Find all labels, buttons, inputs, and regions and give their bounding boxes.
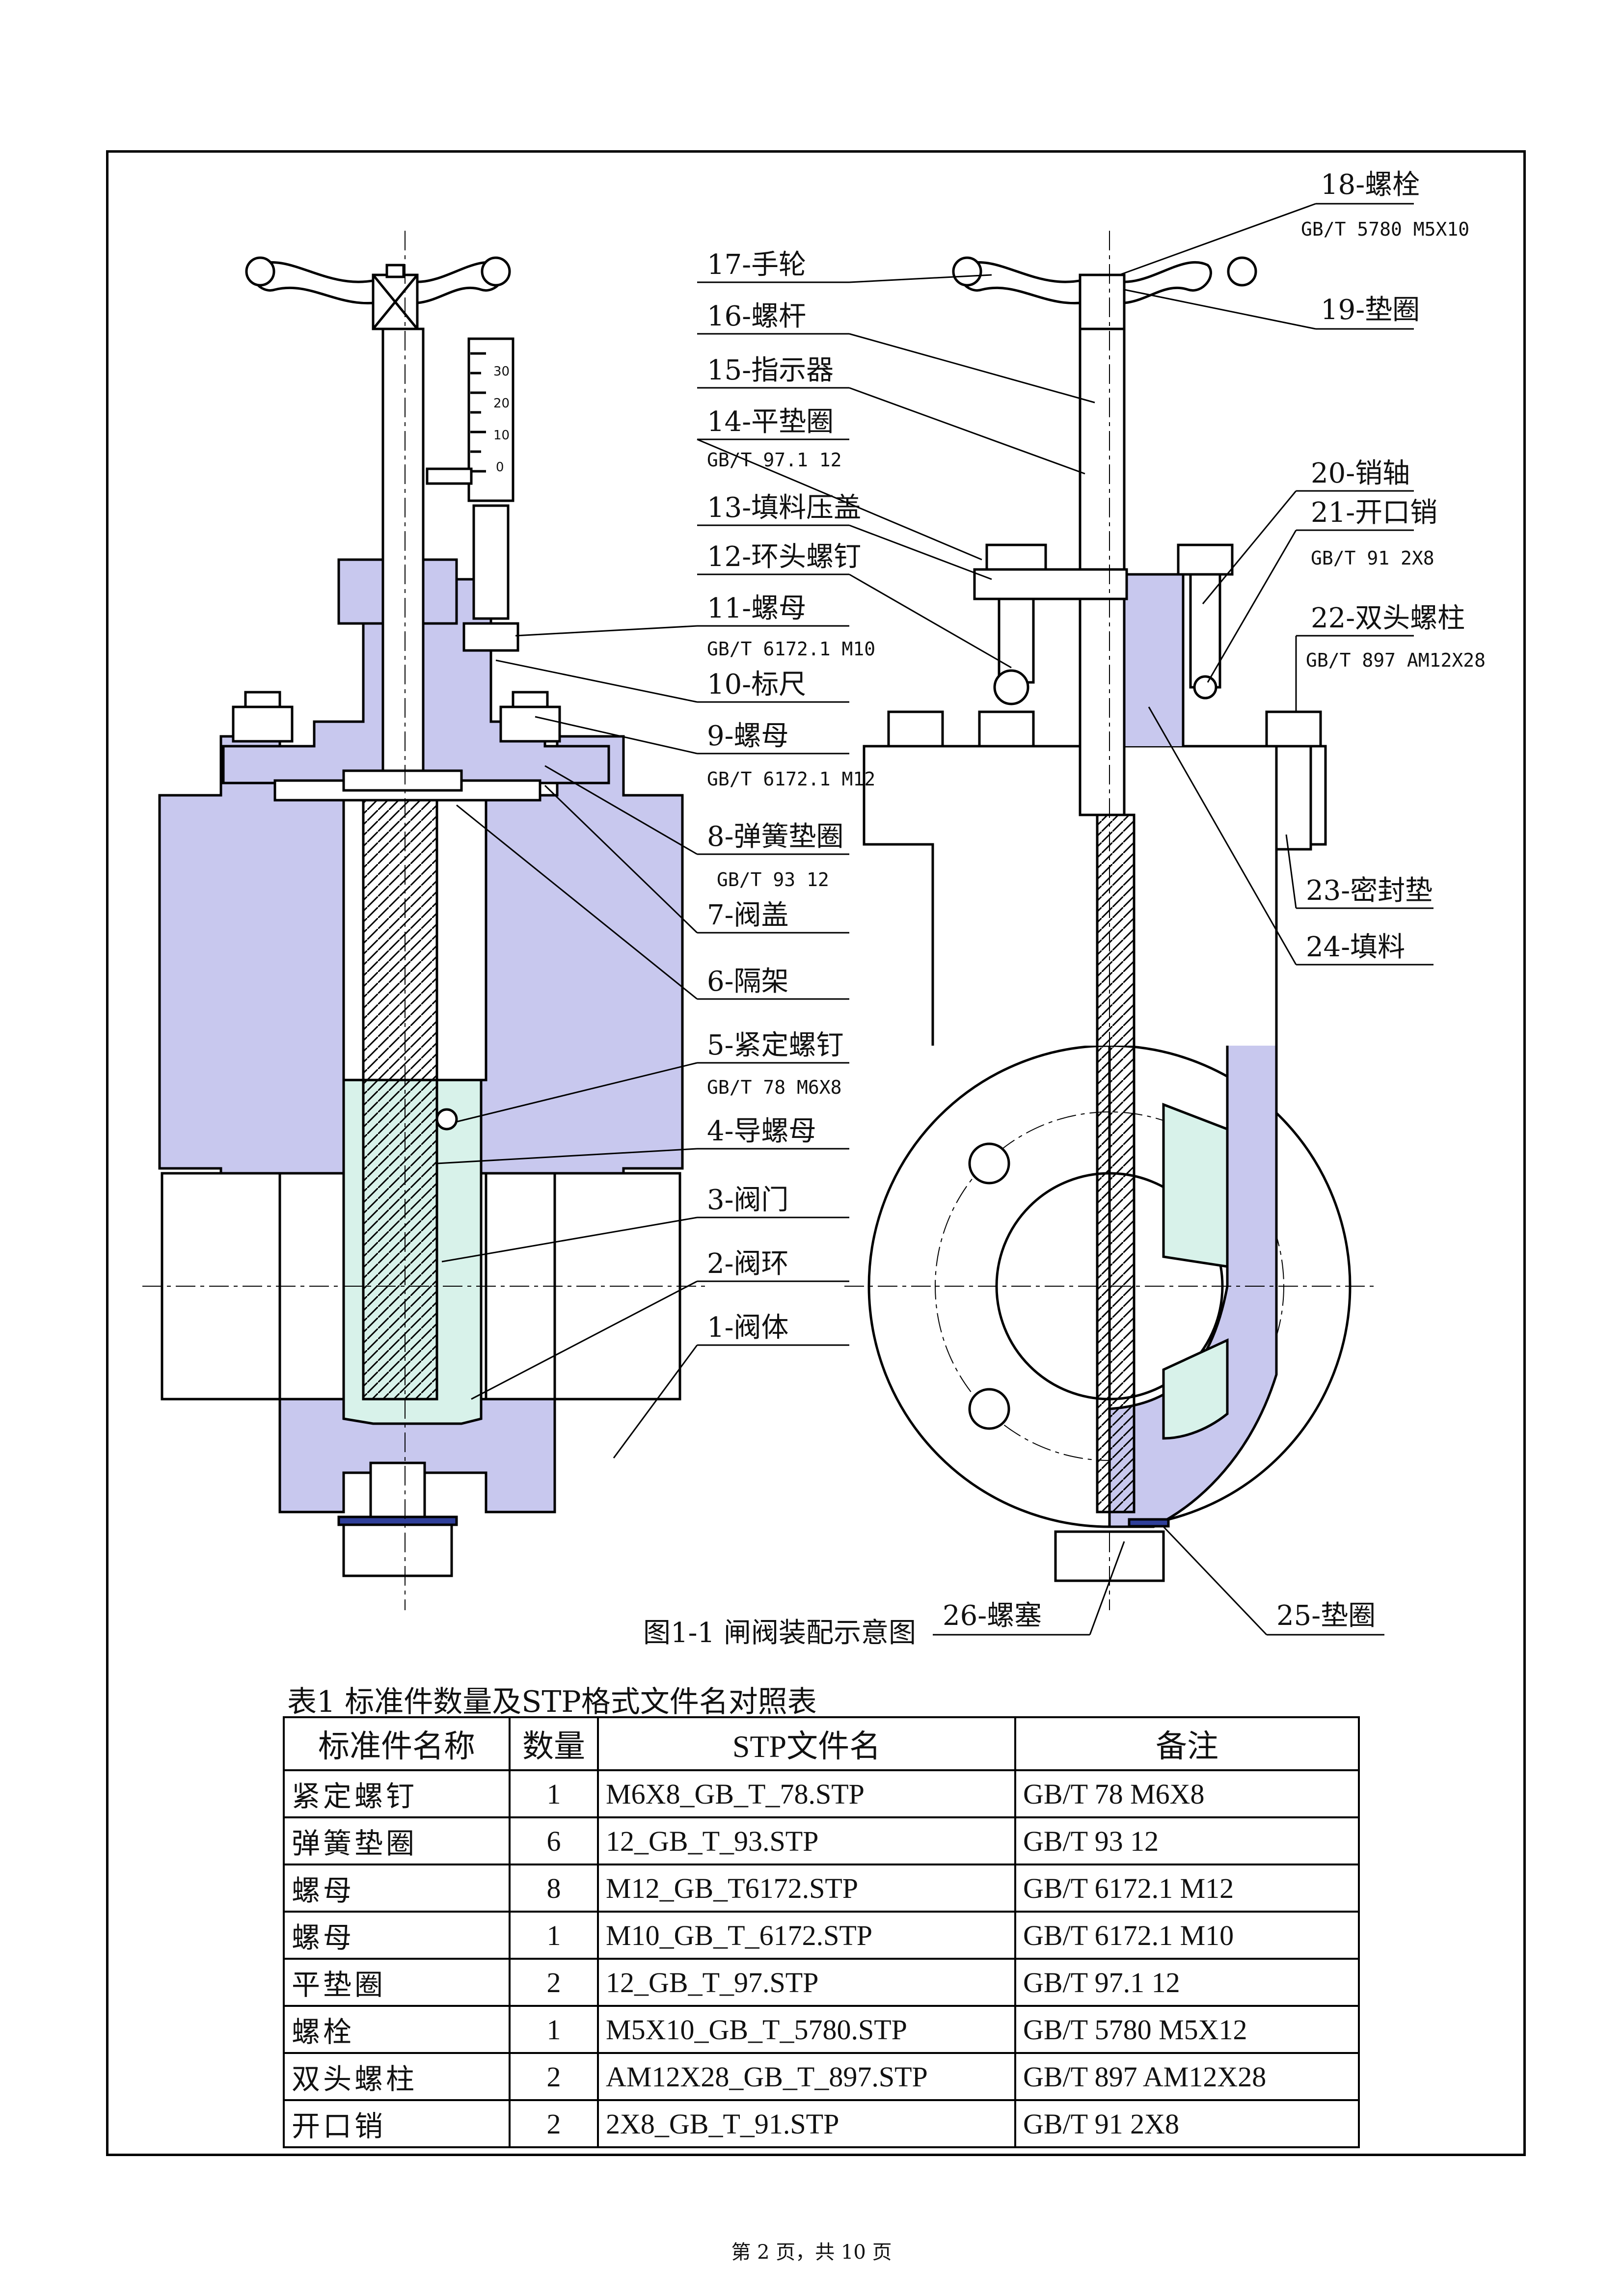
table-row: 开口销 2 2X8_GB_T_91.STP GB/T 91 2X8	[283, 2099, 1360, 2148]
callout-5-spec: GB/T 78 M6X8	[707, 1077, 842, 1098]
cell-part-name: 双头螺柱	[283, 2052, 511, 2101]
plug-left	[342, 1461, 453, 1577]
scale-tick-0: 0	[496, 460, 504, 475]
callout-25: 25-垫圈	[1276, 1600, 1376, 1632]
cell-part-name: 开口销	[283, 2099, 511, 2148]
callout-13: 13-填料压盖	[707, 492, 861, 524]
cell-stp-filename: M5X10_GB_T_5780.STP	[597, 2005, 1016, 2054]
page-footer: 第 2 页，共 10 页	[731, 2241, 892, 2264]
callout-19: 19-垫圈	[1321, 294, 1420, 326]
callout-21: 21-开口销	[1311, 497, 1437, 529]
table-row: 紧定螺钉 1 M6X8_GB_T_78.STP GB/T 78 M6X8	[283, 1769, 1360, 1818]
cell-part-name: 紧定螺钉	[283, 1769, 511, 1818]
header-quantity: 数量	[509, 1716, 599, 1771]
header-part-name: 标准件名称	[283, 1716, 511, 1771]
callout-6: 6-隔架	[707, 966, 789, 998]
callout-20: 20-销轴	[1311, 458, 1410, 489]
callout-3: 3-阀门	[707, 1184, 789, 1216]
callout-8: 8-弹簧垫圈	[707, 821, 844, 853]
cell-stp-filename: 12_GB_T_97.STP	[597, 1958, 1016, 2007]
callout-21-spec: GB/T 91 2X8	[1311, 547, 1434, 569]
callout-12: 12-环头螺钉	[707, 541, 861, 573]
cell-remarks: GB/T 78 M6X8	[1014, 1769, 1360, 1818]
drawing-frame	[106, 150, 1526, 2156]
scale-tick-10: 10	[493, 428, 510, 443]
callout-2: 2-阀环	[707, 1248, 789, 1280]
table-row: 螺栓 1 M5X10_GB_T_5780.STP GB/T 5780 M5X12	[283, 2005, 1360, 2054]
header-stp-filename: STP文件名	[597, 1716, 1016, 1771]
cell-part-name: 平垫圈	[283, 1958, 511, 2007]
callouts	[436, 203, 1434, 1636]
left-section-view	[142, 231, 707, 1610]
cell-part-name: 螺栓	[283, 2005, 511, 2054]
cell-remarks: GB/T 897 AM12X28	[1014, 2052, 1360, 2101]
scale-tick-30: 30	[493, 364, 510, 379]
indicator-scale	[426, 337, 519, 652]
cell-quantity: 1	[509, 2005, 599, 2054]
table-row: 螺母 1 M10_GB_T_6172.STP GB/T 6172.1 M10	[283, 1911, 1360, 1960]
cell-stp-filename: M10_GB_T_6172.STP	[597, 1911, 1016, 1960]
callout-4: 4-导螺母	[707, 1115, 816, 1147]
table-title: 表1 标准件数量及STP格式文件名对照表	[287, 1685, 817, 1719]
callout-14-spec: GB/T 97.1 12	[707, 449, 842, 471]
cell-part-name: 螺母	[283, 1911, 511, 1960]
cell-quantity: 2	[509, 2099, 599, 2148]
callout-9-spec: GB/T 6172.1 M12	[707, 768, 875, 790]
callout-18: 18-螺栓	[1321, 169, 1420, 201]
callout-23: 23-密封垫	[1306, 875, 1433, 907]
cell-quantity: 2	[509, 1958, 599, 2007]
cell-quantity: 2	[509, 2052, 599, 2101]
callout-15: 15-指示器	[707, 354, 834, 386]
scale-tick-20: 20	[493, 396, 510, 411]
callout-24: 24-填料	[1306, 931, 1405, 963]
header-remarks: 备注	[1014, 1716, 1360, 1771]
callout-11: 11-螺母	[707, 593, 806, 624]
table-row: 螺母 8 M12_GB_T6172.STP GB/T 6172.1 M12	[283, 1864, 1360, 1913]
callout-16: 16-螺杆	[707, 300, 806, 332]
cell-stp-filename: 2X8_GB_T_91.STP	[597, 2099, 1016, 2148]
callout-1: 1-阀体	[707, 1312, 789, 1344]
table-row: 平垫圈 2 12_GB_T_97.STP GB/T 97.1 12	[283, 1958, 1360, 2007]
cell-quantity: 6	[509, 1816, 599, 1865]
cell-stp-filename: M12_GB_T6172.STP	[597, 1864, 1016, 1913]
cell-part-name: 螺母	[283, 1864, 511, 1913]
callout-14: 14-平垫圈	[707, 406, 834, 438]
table-header-row: 标准件名称 数量 STP文件名 备注	[283, 1716, 1360, 1771]
callout-17: 17-手轮	[707, 249, 806, 281]
callout-18-spec: GB/T 5780 M5X10	[1301, 218, 1469, 240]
handwheel-left	[245, 256, 511, 330]
cell-remarks: GB/T 6172.1 M10	[1014, 1911, 1360, 1960]
figure-caption: 图1-1 闸阀装配示意图	[643, 1617, 916, 1649]
table-row: 双头螺柱 2 AM12X28_GB_T_897.STP GB/T 897 AM1…	[283, 2052, 1360, 2101]
valve-assembly-drawing: 30 20 10 0	[142, 169, 1486, 1649]
callout-labels: 18-螺栓 GB/T 5780 M5X10 17-手轮 19-垫圈 16-螺杆 …	[643, 169, 1486, 1649]
callout-9: 9-螺母	[707, 720, 789, 752]
callout-22: 22-双头螺柱	[1311, 602, 1465, 634]
callout-8-spec: GB/T 93 12	[717, 869, 829, 891]
callout-11-spec: GB/T 6172.1 M10	[707, 638, 875, 660]
callout-22-spec: GB/T 897 AM12X28	[1306, 649, 1486, 671]
cell-remarks: GB/T 5780 M5X12	[1014, 2005, 1360, 2054]
cell-stp-filename: M6X8_GB_T_78.STP	[597, 1769, 1016, 1818]
callout-7: 7-阀盖	[707, 899, 789, 931]
cell-remarks: GB/T 6172.1 M12	[1014, 1864, 1360, 1913]
cell-stp-filename: AM12X28_GB_T_897.STP	[597, 2052, 1016, 2101]
cell-remarks: GB/T 93 12	[1014, 1816, 1360, 1865]
cell-quantity: 1	[509, 1769, 599, 1818]
cell-quantity: 8	[509, 1864, 599, 1913]
callout-10: 10-标尺	[707, 669, 806, 701]
standard-parts-table: 标准件名称 数量 STP文件名 备注 紧定螺钉 1 M6X8_GB_T_78.S…	[283, 1716, 1360, 2148]
callout-26: 26-螺塞	[943, 1600, 1042, 1632]
cell-stp-filename: 12_GB_T_93.STP	[597, 1816, 1016, 1865]
right-side-view	[844, 231, 1375, 1610]
table-row: 弹簧垫圈 6 12_GB_T_93.STP GB/T 93 12	[283, 1816, 1360, 1865]
cell-remarks: GB/T 91 2X8	[1014, 2099, 1360, 2148]
bolt-nut-left	[232, 691, 561, 743]
callout-5: 5-紧定螺钉	[707, 1029, 844, 1061]
cell-part-name: 弹簧垫圈	[283, 1816, 511, 1865]
cell-quantity: 1	[509, 1911, 599, 1960]
cell-remarks: GB/T 97.1 12	[1014, 1958, 1360, 2007]
